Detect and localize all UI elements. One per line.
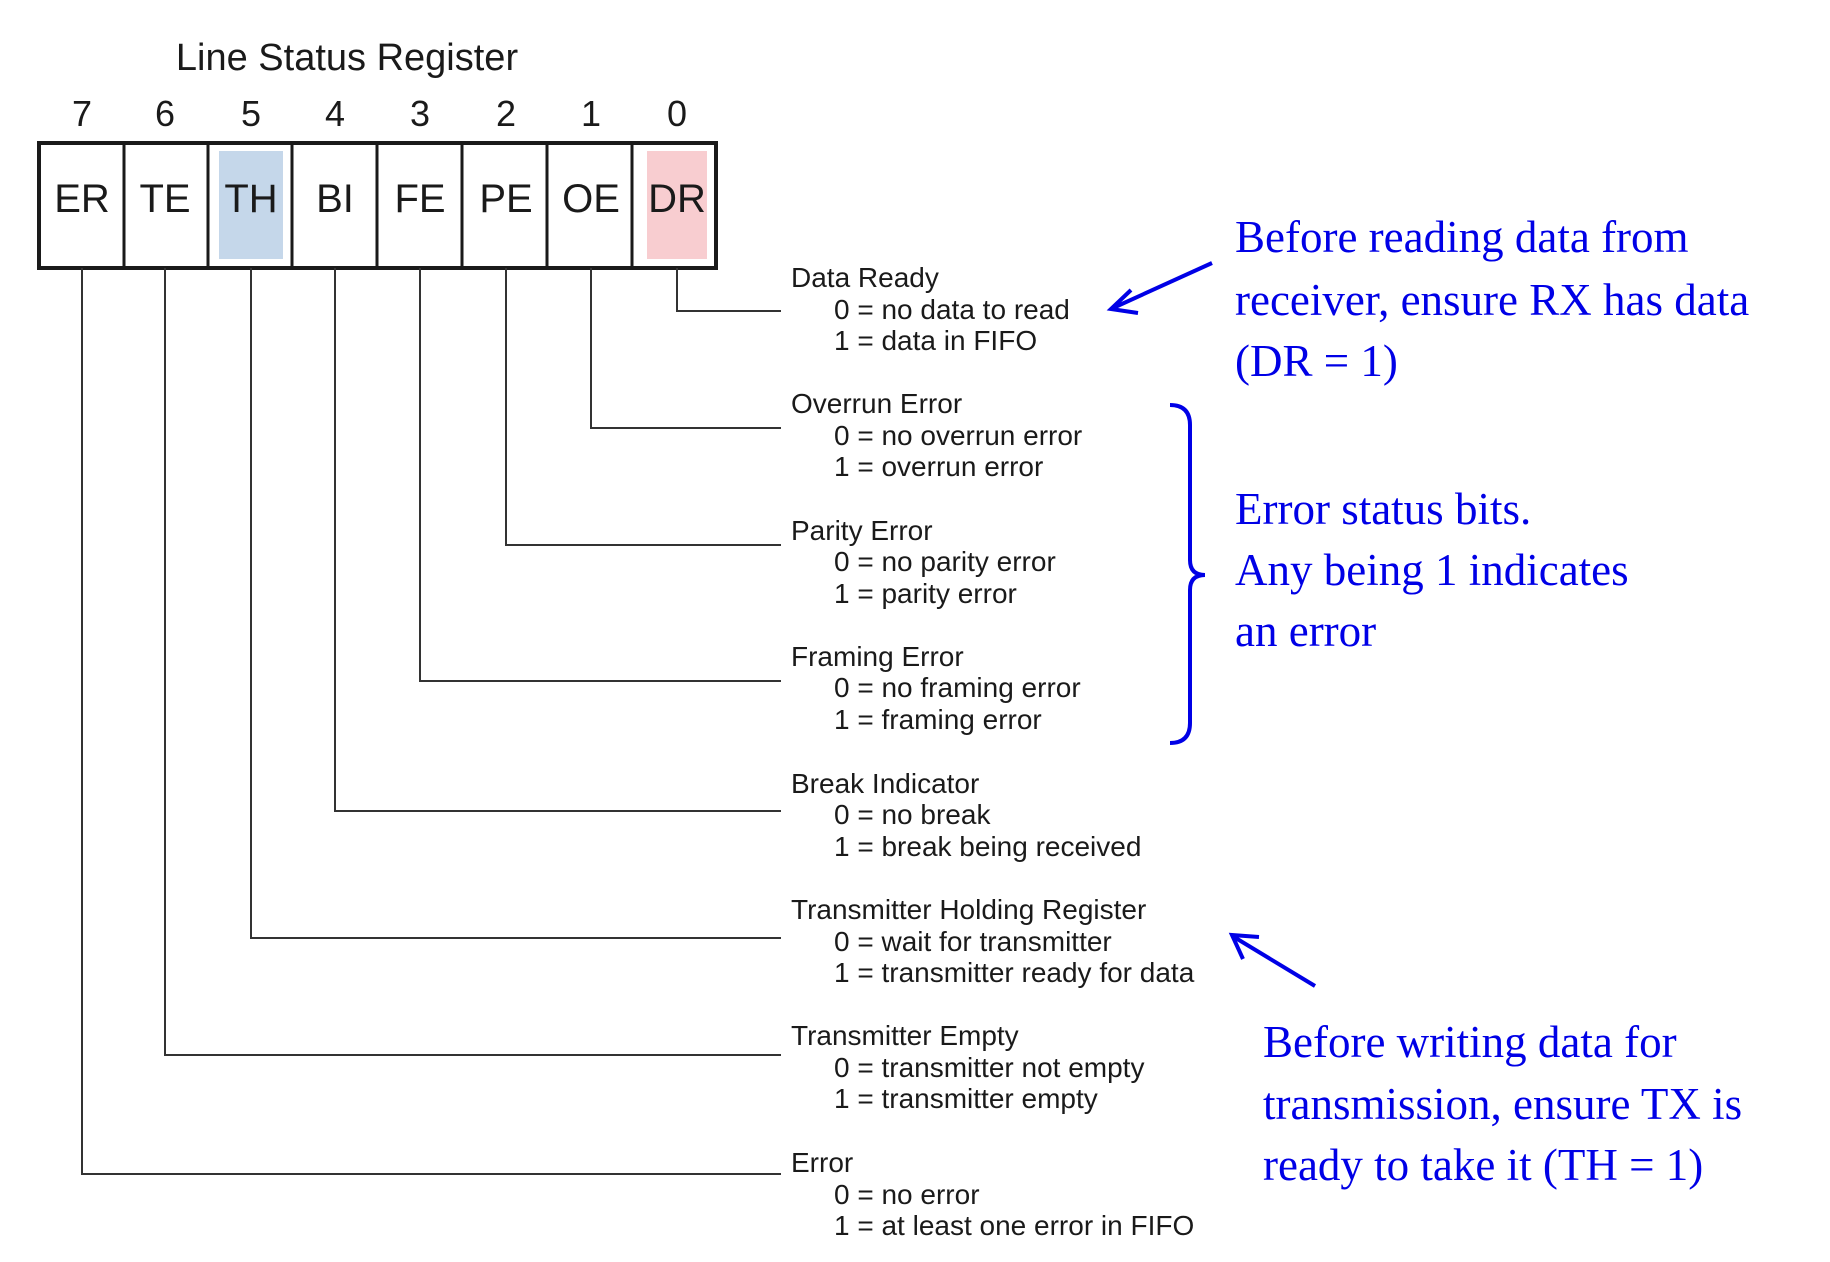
leader-bit-5 [250,268,781,939]
register-title: Line Status Register [176,37,519,79]
bit-4-cell: 4 BI [316,93,354,221]
description-title: Overrun Error [791,388,962,419]
bit-4-code: BI [316,177,354,221]
bit-5-code: TH [224,177,277,221]
bit-1-code: OE [562,177,620,221]
bit-6-index: 6 [155,93,175,134]
bit-1-cell: 1 OE [562,93,620,221]
register-dividers [122,143,634,268]
error-bits-brace-icon [1169,403,1206,745]
bit-6-cell: 6 TE [139,93,190,221]
bit-0-index: 0 [667,93,687,134]
description-title: Parity Error [791,515,933,546]
bit-5-index: 5 [241,93,261,134]
description-line-1: 1 = at least one error in FIFO [834,1210,1194,1241]
transmit-note: Before writing data for transmission, en… [1263,1017,1742,1190]
leader-bit-1 [590,268,781,429]
description-line-0: 0 = no break [834,799,991,830]
description-line-0: 0 = transmitter not empty [834,1052,1144,1083]
bit-2-index: 2 [496,93,516,134]
description-error: Error 0 = no error 1 = at least one erro… [791,1147,1194,1241]
bit-7-cell: 7 ER [54,93,110,221]
bit-0-code: DR [648,177,706,221]
error-note-line-1: Error status bits. [1235,484,1531,534]
bit-7-code: ER [54,177,110,221]
transmit-arrow-icon [1228,932,1317,988]
error-note-line-2: Any being 1 indicates [1235,545,1629,595]
bit-descriptions: Data Ready 0 = no data to read 1 = data … [791,262,1195,1241]
description-framing-error: Framing Error 0 = no framing error 1 = f… [791,641,1081,735]
description-transmitter-empty: Transmitter Empty 0 = transmitter not em… [791,1020,1144,1114]
leader-bit-0 [676,268,781,312]
description-title: Transmitter Holding Register [791,894,1146,925]
error-note-line-3: an error [1235,606,1376,656]
bit-1-index: 1 [581,93,601,134]
bit-3-cell: 3 FE [394,93,445,221]
description-line-1: 1 = parity error [834,578,1017,609]
bit-6-code: TE [139,177,190,221]
error-note: Error status bits. Any being 1 indicates… [1235,484,1629,656]
description-line-0: 0 = no error [834,1179,980,1210]
description-overrun-error: Overrun Error 0 = no overrun error 1 = o… [791,388,1082,482]
description-title: Error [791,1147,853,1178]
bit-5-cell: 5 TH [219,93,283,259]
bit-7-index: 7 [72,93,92,134]
receive-note-line-3: (DR = 1) [1235,336,1398,386]
description-line-0: 0 = no framing error [834,672,1081,703]
bit-5-highlight [219,151,283,259]
receive-note-line-1: Before reading data from [1235,212,1689,262]
bit-3-code: FE [394,177,445,221]
bit-0-highlight [647,151,707,259]
leader-bit-4 [334,268,781,812]
description-line-0: 0 = wait for transmitter [834,926,1112,957]
description-title: Transmitter Empty [791,1020,1019,1051]
bit-3-index: 3 [410,93,430,134]
leader-lines [81,268,781,1175]
description-line-0: 0 = no parity error [834,546,1056,577]
description-title: Framing Error [791,641,964,672]
leader-bit-6 [164,268,781,1056]
bit-0-cell: 0 DR [647,93,707,259]
description-parity-error: Parity Error 0 = no parity error 1 = par… [791,515,1056,609]
annotations: Before reading data from receiver, ensur… [1106,212,1749,1190]
description-line-1: 1 = overrun error [834,451,1043,482]
description-line-1: 1 = framing error [834,704,1042,735]
description-line-1: 1 = transmitter empty [834,1083,1098,1114]
description-line-1: 1 = break being received [834,831,1141,862]
leader-bit-7 [81,268,781,1175]
transmit-note-line-2: transmission, ensure TX is [1263,1079,1742,1129]
description-transmitter-holding-register: Transmitter Holding Register 0 = wait fo… [791,894,1195,988]
bit-2-code: PE [479,177,532,221]
register-bits: 7 ER 6 TE 5 TH 4 BI 3 FE 2 PE [37,93,718,270]
description-line-0: 0 = no overrun error [834,420,1082,451]
bit-2-cell: 2 PE [479,93,532,221]
leader-bit-3 [419,268,781,682]
description-line-1: 1 = transmitter ready for data [834,957,1195,988]
transmit-note-line-1: Before writing data for [1263,1017,1677,1067]
receive-arrow-icon [1106,261,1213,315]
bit-4-index: 4 [325,93,345,134]
receive-note: Before reading data from receiver, ensur… [1235,212,1749,386]
description-title: Break Indicator [791,768,979,799]
description-line-0: 0 = no data to read [834,294,1070,325]
description-title: Data Ready [791,262,939,293]
transmit-note-line-3: ready to take it (TH = 1) [1263,1140,1703,1190]
leader-bit-2 [505,268,781,546]
receive-note-line-2: receiver, ensure RX has data [1235,275,1749,325]
description-line-1: 1 = data in FIFO [834,325,1037,356]
description-data-ready: Data Ready 0 = no data to read 1 = data … [791,262,1070,356]
description-break-indicator: Break Indicator 0 = no break 1 = break b… [791,768,1141,862]
